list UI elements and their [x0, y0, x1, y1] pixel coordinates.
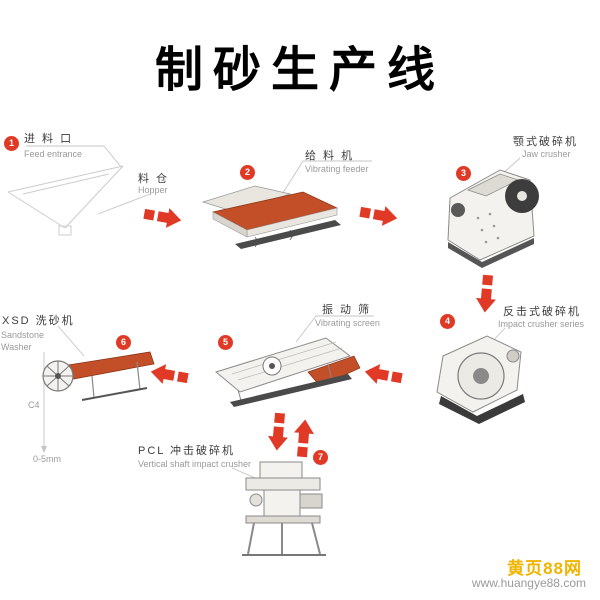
jaw-crusher-label-cn: 颚式破碎机 — [513, 136, 578, 148]
pcl-crusher-label-cn: PCL 冲击破碎机 — [138, 445, 236, 457]
step-badge-7: 7 — [313, 450, 328, 465]
vibrating-screen-label-cn: 振 动 筛 — [322, 304, 372, 316]
vibrating-screen-label-en: Vibrating screen — [315, 318, 380, 328]
vibrating-screen-illustration — [214, 337, 361, 407]
hopper-label-en: Hopper — [138, 185, 168, 195]
jaw-crusher-illustration — [447, 169, 539, 268]
watermark-brand: 黄页88网 — [507, 559, 582, 578]
impact-crusher-label-cn: 反击式破碎机 — [503, 306, 581, 318]
page-title: 制砂生产线 — [154, 44, 445, 97]
leader-lines — [26, 145, 521, 481]
step-badge-2: 2 — [240, 165, 255, 180]
sand-washer-illustration — [42, 351, 155, 401]
hopper-illustration — [7, 165, 124, 236]
pcl-crusher-illustration — [242, 461, 326, 556]
leader-arrowhead — [41, 446, 47, 453]
impact-crusher-illustration — [436, 335, 525, 424]
vibrating-feeder-illustration — [201, 185, 341, 249]
flow-arrow-feeder-to-jaw — [358, 202, 399, 229]
jaw-crusher-label-en: Jaw crusher — [522, 149, 571, 159]
feed-entrance-label-en: Feed entrance — [24, 149, 83, 159]
impact-crusher-label-en: Impact crusher series — [498, 319, 585, 329]
step-badge-1: 1 — [4, 136, 19, 151]
hopper-label-cn: 料 仓 — [138, 173, 170, 185]
conveyor-label-c4: C4 — [28, 400, 40, 410]
feed-entrance-label-cn: 进 料 口 — [24, 133, 74, 145]
sand-washer-label-en2: Washer — [1, 342, 32, 352]
vibrating-feeder-label-cn: 给 料 机 — [305, 150, 355, 162]
flow-arrow-pcl-to-screen — [292, 418, 316, 458]
pcl-crusher-label-en: Vertical shaft impact crusher — [138, 459, 252, 469]
watermark-url: www.huangye88.com — [471, 576, 586, 590]
sand-washer-label-cn: XSD 洗砂机 — [2, 315, 75, 327]
flow-arrow-hopper-to-feeder — [142, 204, 183, 231]
step-badge-3: 3 — [456, 166, 471, 181]
vibrating-feeder-label-en: Vibrating feeder — [305, 164, 369, 174]
step-badge-4: 4 — [440, 314, 455, 329]
flow-arrow-impact-to-screen — [363, 361, 404, 388]
step-badge-5: 5 — [218, 335, 233, 350]
flow-arrow-screen-to-washer — [149, 361, 190, 388]
flow-arrow-screen-to-pcl — [266, 412, 290, 452]
flow-arrow-jaw-to-impact — [474, 274, 498, 314]
output-size-label: 0-5mm — [33, 454, 62, 464]
step-badge-6: 6 — [116, 335, 131, 350]
sand-washer-label-en1: Sandstone — [1, 330, 45, 340]
